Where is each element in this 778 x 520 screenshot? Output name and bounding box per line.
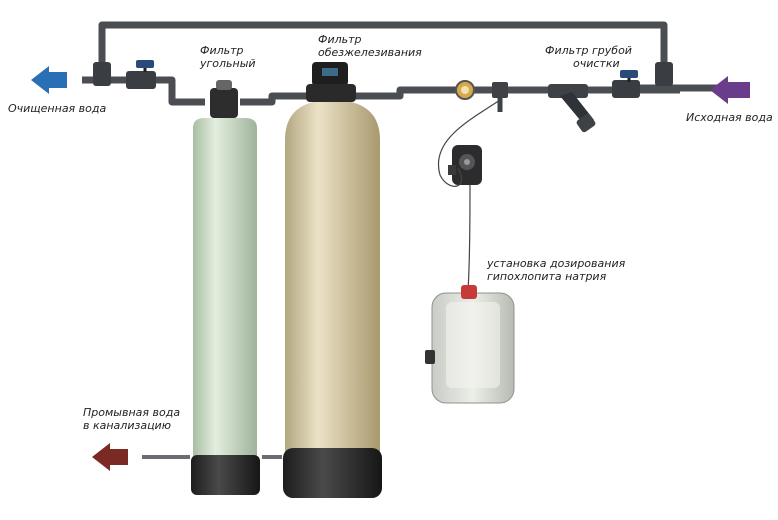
canister-icon: [425, 285, 515, 404]
dosing-label-line1: установка дозирования: [487, 257, 626, 270]
iron-filter-tank: [283, 62, 382, 498]
iron-filter-label-line2: обезжелезивания: [318, 46, 422, 59]
carbon-filter-tank: [191, 80, 260, 495]
control-head-icon: [306, 62, 356, 102]
carbon-filter-label-line1: Фильтр: [200, 44, 244, 57]
coarse-filter-label: Фильтр грубой очистки: [545, 44, 632, 70]
clean-water-label: Очищенная вода: [8, 102, 107, 115]
source-water-label: Исходная вода: [686, 111, 773, 124]
bypass-valve-left: [93, 62, 111, 86]
inlet-valve: [612, 70, 640, 98]
dosing-label-line2: гипохлопита натрия: [487, 270, 607, 283]
bypass-pipe: [98, 21, 668, 84]
coarse-filter-label-line2: очистки: [573, 57, 620, 70]
drain-label-line1: Промывная вода: [83, 406, 181, 419]
drain-label: Промывная вода в канализацию: [83, 406, 180, 432]
carbon-filter-label: Фильтр угольный: [200, 44, 256, 70]
coarse-filter-label-line1: Фильтр грубой: [545, 44, 632, 57]
arrow-left-icon: [31, 66, 67, 94]
outlet-valve: [126, 60, 156, 89]
dosing-pump-icon: [448, 145, 482, 185]
dosing-tube: [437, 99, 501, 291]
injection-point: [492, 82, 508, 112]
drain-arrow-left-icon: [92, 443, 128, 471]
coarse-filter: [548, 84, 596, 133]
carbon-filter-label-line2: угольный: [200, 57, 256, 70]
dosing-label: установка дозирования гипохлопита натрия: [487, 257, 625, 283]
source-arrow-left-icon: [710, 76, 750, 104]
bypass-valve: [655, 62, 673, 86]
main-pipeline: [82, 76, 740, 106]
flow-meter: [455, 80, 475, 100]
drain-label-line2: в канализацию: [83, 419, 171, 432]
iron-filter-label: Фильтр обезжелезивания: [318, 33, 422, 59]
iron-filter-label-line1: Фильтр: [318, 33, 362, 46]
